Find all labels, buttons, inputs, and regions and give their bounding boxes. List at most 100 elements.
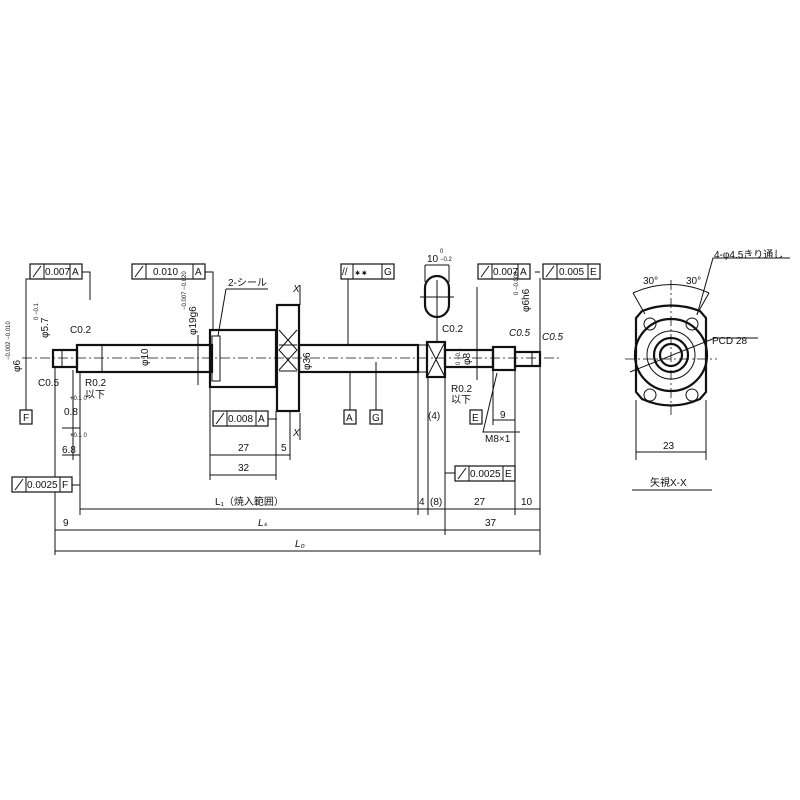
runout-icon: [480, 265, 490, 278]
svg-text:0.0025: 0.0025: [470, 469, 501, 480]
svg-text:C0.5: C0.5: [509, 328, 531, 339]
shaft-side-view: [22, 274, 560, 413]
svg-text:F: F: [62, 480, 68, 491]
runout-icon: [134, 265, 144, 278]
svg-text:φ19g6: φ19g6: [188, 306, 199, 335]
svg-text:−0.002 −0.010: −0.002 −0.010: [6, 321, 12, 360]
svg-text:30°: 30°: [686, 276, 701, 287]
svg-text:A: A: [72, 267, 79, 278]
runout-icon: [457, 467, 467, 480]
runout-icon: [545, 265, 555, 278]
view-title: 矢視X-X: [650, 476, 687, 489]
runout-icon: [215, 412, 225, 425]
svg-text:以下: 以下: [85, 390, 105, 401]
gdt-frame-right-journal: 0.007 A: [477, 263, 531, 280]
gdt-frame-parallelism: // ✱ ✱ G: [340, 263, 395, 280]
datum-f: F: [23, 413, 29, 424]
svg-text:R0.2: R0.2: [85, 378, 107, 389]
svg-text:9: 9: [63, 518, 69, 529]
right-end: [513, 350, 542, 368]
gdt-frame-right-face: 0.0025 E: [445, 465, 516, 482]
svg-text:0: 0: [440, 249, 444, 255]
svg-text:9: 9: [500, 410, 506, 421]
screw-shaft: [297, 343, 420, 374]
svg-text:−0.007 −0.020: −0.007 −0.020: [182, 271, 188, 310]
svg-text:C0.2: C0.2: [442, 324, 464, 335]
gdt-frame-left-face: 0.0025 F: [11, 476, 80, 493]
svg-text:A: A: [520, 267, 527, 278]
svg-text:C0.5: C0.5: [542, 332, 564, 343]
gdt-frame-left-journal: 0.007 A: [29, 263, 83, 280]
svg-text:0.007: 0.007: [493, 267, 518, 278]
svg-text:4-φ4.5きり通し: 4-φ4.5きり通し: [714, 249, 783, 261]
svg-text:C0.5: C0.5: [38, 378, 60, 389]
svg-text:0.010: 0.010: [153, 267, 178, 278]
svg-text:+0.1 0: +0.1 0: [70, 396, 88, 402]
bolt-hole: [643, 388, 657, 402]
svg-text:R0.2: R0.2: [451, 384, 473, 395]
svg-text:✱ ✱: ✱ ✱: [355, 270, 367, 277]
flange-outline: [634, 304, 708, 407]
svg-text:PCD 28: PCD 28: [712, 336, 747, 347]
svg-text:φ8: φ8: [462, 353, 473, 365]
svg-text:(4): (4): [428, 411, 440, 422]
svg-text:0.0025: 0.0025: [27, 480, 58, 491]
svg-text:E: E: [505, 469, 512, 480]
dimension-lines: [25, 264, 541, 555]
dimension-values: 27 5 32 9 L₁（焼入範囲） 4 (8) 27 10 9 Lₛ 37 L…: [63, 410, 533, 550]
runout-icon: [32, 265, 42, 278]
svg-text:6.8: 6.8: [62, 445, 76, 456]
svg-text:L₁（焼入範囲）: L₁（焼入範囲）: [215, 495, 284, 508]
svg-text:E: E: [590, 267, 597, 278]
flats-section: [423, 274, 451, 319]
svg-text:5: 5: [281, 443, 287, 454]
svg-text:G: G: [384, 267, 392, 278]
svg-text:23: 23: [663, 441, 675, 452]
svg-text:φ36: φ36: [302, 352, 313, 370]
thread-m8: [491, 345, 517, 372]
svg-text:φ10: φ10: [140, 348, 151, 366]
svg-text:M8×1: M8×1: [485, 434, 511, 445]
svg-text:27: 27: [238, 443, 250, 454]
bolt-hole: [643, 317, 657, 331]
svg-text:A: A: [258, 414, 265, 425]
svg-text:φ6: φ6: [12, 360, 23, 372]
svg-text:φ5.7: φ5.7: [40, 317, 51, 338]
datum-a: A: [346, 413, 353, 424]
svg-text:30°: 30°: [643, 276, 658, 287]
svg-text:−0.2: −0.2: [440, 257, 453, 263]
gdt-frame-flange-face: 0.008 A: [212, 410, 277, 427]
datum-g: G: [372, 413, 380, 424]
svg-text:10: 10: [427, 254, 439, 265]
bolt-hole: [685, 388, 699, 402]
bolt-hole: [685, 317, 699, 331]
svg-text:C0.2: C0.2: [70, 325, 92, 336]
gdt-frame-right-end: 0.005 E: [542, 263, 601, 280]
svg-text:0 −0.1: 0 −0.1: [456, 347, 462, 365]
svg-text:以下: 以下: [451, 395, 471, 406]
svg-text:φ6h6: φ6h6: [521, 288, 532, 312]
parallelism-icon: //: [342, 267, 348, 278]
svg-text:10: 10: [521, 497, 533, 508]
section-mark-bottom: X: [292, 428, 300, 439]
svg-text:0 −0.008: 0 −0.008: [514, 271, 520, 295]
svg-text:27: 27: [474, 497, 486, 508]
datum-labels: F A G E: [19, 409, 483, 425]
svg-text:0.007: 0.007: [45, 267, 70, 278]
svg-text:(8): (8): [430, 497, 442, 508]
svg-text:32: 32: [238, 463, 250, 474]
gdt-frame-bearing-journal: 0.010 A: [131, 263, 206, 280]
svg-text:0 −0.1: 0 −0.1: [34, 302, 40, 320]
svg-text:Lₛ: Lₛ: [258, 518, 268, 529]
svg-text:A: A: [195, 267, 202, 278]
svg-text:+0.1 0: +0.1 0: [70, 433, 88, 439]
seal: [211, 335, 221, 382]
view-x-x: 30° 30° 4-φ4.5きり通し PCD 28 23 矢視X-X: [625, 249, 790, 491]
svg-text:0.8: 0.8: [64, 407, 78, 418]
svg-text:0.005: 0.005: [559, 267, 584, 278]
left-end-journal: [51, 348, 79, 369]
svg-text:0.008: 0.008: [228, 414, 253, 425]
svg-text:4: 4: [419, 497, 425, 508]
section-mark-top: X: [292, 284, 300, 295]
